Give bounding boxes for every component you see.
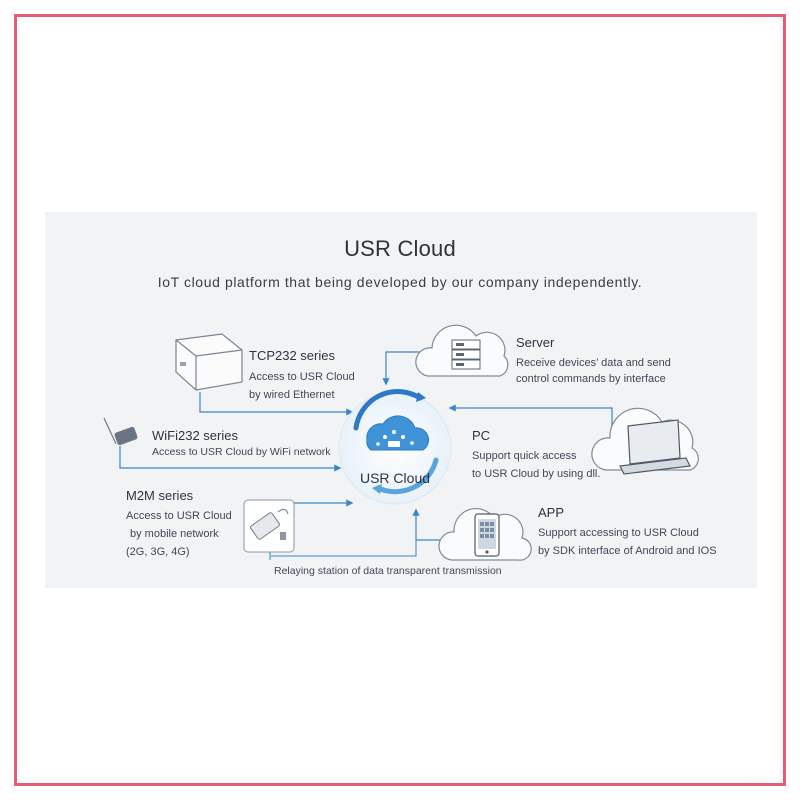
wifi232-heading: WiFi232 series bbox=[152, 428, 238, 443]
hub-arrow-top bbox=[353, 389, 423, 431]
hub-arrow-bottom bbox=[375, 457, 439, 495]
tcp232-line1: Access to USR Cloud bbox=[249, 371, 355, 383]
tcp232-line2: by wired Ethernet bbox=[249, 389, 335, 401]
m2m-line1: Access to USR Cloud bbox=[126, 510, 232, 522]
relay-footer-caption: Relaying station of data transparent tra… bbox=[274, 565, 502, 577]
pc-line1: Support quick access bbox=[472, 450, 577, 462]
wifi232-line1: Access to USR Cloud by WiFi network bbox=[152, 446, 331, 458]
server-rack-icon bbox=[451, 339, 481, 370]
footer-bracket bbox=[269, 540, 417, 560]
server-line2: control commands by interface bbox=[516, 373, 666, 385]
pc-heading: PC bbox=[472, 428, 491, 443]
tcp232-connector bbox=[199, 392, 354, 416]
tcp232-heading: TCP232 series bbox=[249, 348, 335, 363]
app-heading: APP bbox=[538, 505, 565, 520]
m2m-line3: (2G, 3G, 4G) bbox=[126, 546, 190, 558]
pc-cloud-icon bbox=[591, 407, 699, 475]
app-line1: Support accessing to USR Cloud bbox=[538, 527, 699, 539]
smartphone-icon bbox=[474, 513, 500, 557]
app-line2: by SDK interface of Android and IOS bbox=[538, 545, 717, 557]
app-cloud-icon bbox=[438, 508, 532, 561]
server-line1: Receive devices’ data and send bbox=[516, 357, 671, 369]
server-cloud-icon bbox=[415, 324, 509, 377]
m2m-device-icon bbox=[243, 499, 295, 553]
photo-frame-border bbox=[14, 14, 786, 786]
laptop-icon bbox=[619, 419, 691, 475]
hub-device-glyphs bbox=[376, 430, 414, 447]
m2m-heading: M2M series bbox=[126, 488, 194, 503]
diagram-title: USR Cloud bbox=[344, 236, 456, 261]
usr-cloud-hub bbox=[338, 389, 452, 505]
hub-cloud-icon bbox=[366, 415, 429, 451]
server-connector bbox=[382, 351, 430, 386]
pc-line2: to USR Cloud by using dll. bbox=[472, 468, 601, 480]
hub-label: USR Cloud bbox=[359, 470, 431, 486]
diagram-subtitle: IoT cloud platform that being developed … bbox=[157, 274, 643, 290]
wifi232-device-icon bbox=[103, 417, 138, 446]
tcp232-device-icon bbox=[175, 333, 243, 391]
wifi232-connector bbox=[119, 446, 342, 472]
m2m-line2: by mobile network bbox=[130, 528, 219, 540]
server-heading: Server bbox=[516, 335, 555, 350]
